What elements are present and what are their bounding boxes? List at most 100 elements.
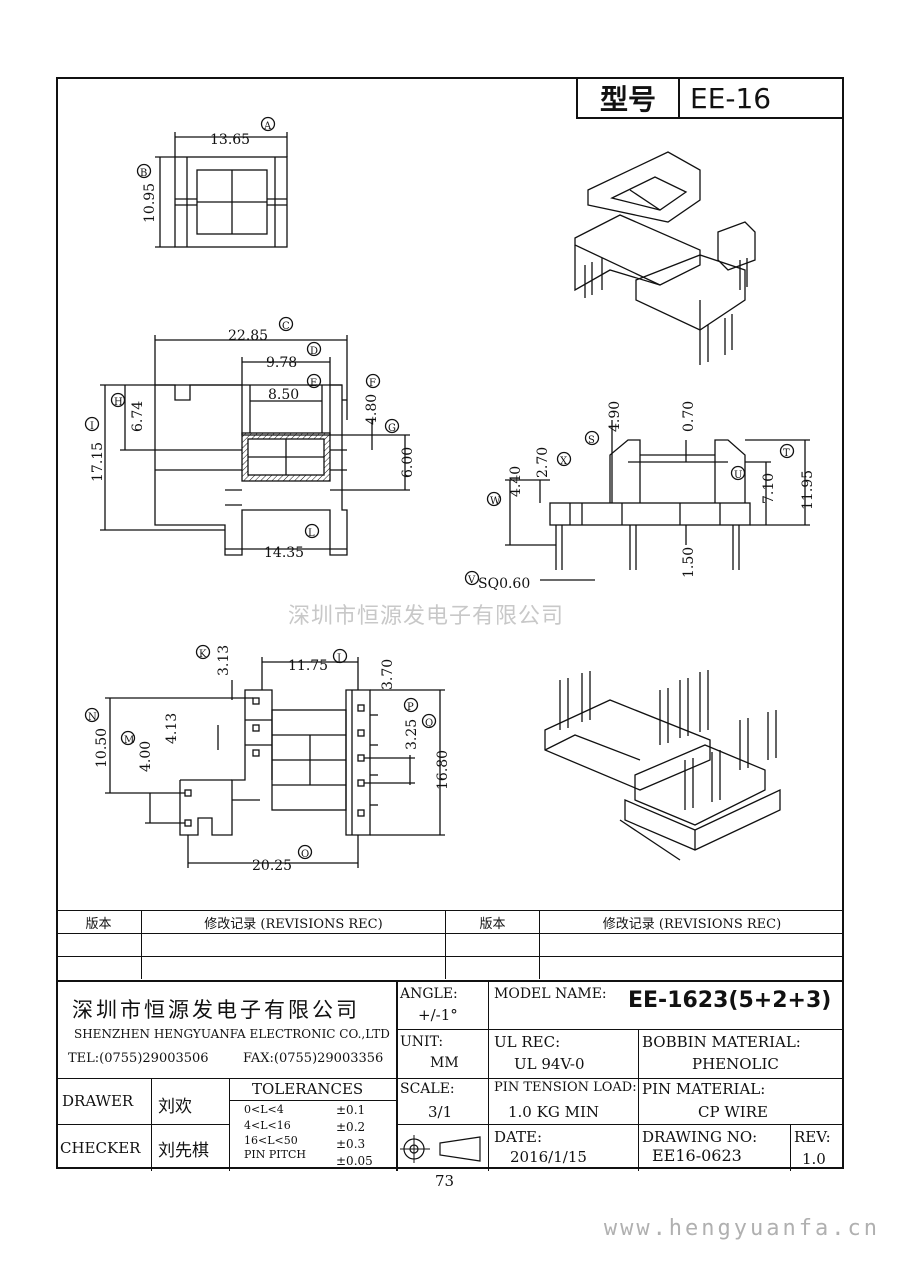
tol-value-4: ±0.05 (336, 1154, 373, 1168)
model-title-box: 型号 EE-16 (576, 77, 844, 119)
dim-20-25: 20.25 (252, 858, 292, 874)
label-g: G (388, 423, 396, 434)
dim-4-13: 4.13 (164, 713, 180, 744)
label-a: A (263, 121, 272, 132)
rev-label: REV: (794, 1128, 831, 1146)
label-x: X (560, 456, 568, 467)
pin-material-label: PIN MATERIAL: (642, 1080, 766, 1098)
label-c: C (282, 321, 290, 332)
dim-22-85: 22.85 (228, 328, 268, 344)
dim-0-70: 0.70 (681, 401, 697, 432)
tol-range-4: PIN PITCH (244, 1148, 306, 1161)
label-j: J (336, 653, 341, 664)
tol-value-2: ±0.2 (336, 1120, 366, 1134)
unit-value: MM (430, 1055, 459, 1071)
tol-value-3: ±0.3 (336, 1137, 366, 1151)
top-view (155, 132, 288, 248)
rev-value: 1.0 (802, 1150, 826, 1168)
dim-6-74: 6.74 (130, 401, 146, 432)
label-u: U (734, 470, 742, 481)
model-value: EE-16 (690, 81, 772, 115)
watermark-text: 深圳市恒源发电子有限公司 (288, 604, 565, 629)
label-h: H (114, 397, 123, 408)
dim-sq0-60: SQ0.60 (478, 576, 530, 592)
dim-4-00: 4.00 (138, 741, 154, 772)
dim-8-50: 8.50 (268, 387, 299, 403)
label-d: D (310, 346, 318, 357)
angle-label: ANGLE: (400, 986, 458, 1002)
dim-14-35: 14.35 (264, 545, 304, 561)
drawer-name: 刘欢 (158, 1097, 192, 1117)
company-name-cn: 深圳市恒源发电子有限公司 (72, 998, 360, 1022)
tol-range-2: 4<L<16 (244, 1119, 291, 1132)
dim-16-80: 16.80 (435, 750, 451, 790)
ul-rec-value: UL 94V-0 (514, 1055, 585, 1073)
revisions-header-row: 版本 修改记录 (REVISIONS REC) 版本 修改记录 (REVISIO… (56, 911, 844, 934)
tol-range-1: 0<L<4 (244, 1103, 284, 1116)
drawing-no-label: DRAWING NO: (642, 1128, 758, 1146)
tol-value-1: ±0.1 (336, 1103, 366, 1117)
dim-2-70: 2.70 (535, 447, 551, 478)
ul-rec-label: UL REC: (494, 1033, 561, 1051)
isometric-view-bottom (544, 670, 781, 861)
dim-13-65: 13.65 (210, 132, 250, 148)
bottom-view (105, 657, 445, 868)
model-name-label: MODEL NAME: (494, 986, 607, 1002)
dim-7-10: 7.10 (761, 473, 777, 504)
checker-name: 刘先棋 (158, 1141, 209, 1161)
dim-3-70: 3.70 (380, 659, 396, 690)
title-block: 深圳市恒源发电子有限公司 SHENZHEN HENGYUANFA ELECTRO… (56, 980, 844, 1171)
front-view (505, 420, 810, 581)
scale-value: 3/1 (428, 1103, 453, 1121)
technical-drawing: 13.65 10.95 A B (84, 116, 816, 874)
dim-10-50: 10.50 (94, 728, 110, 768)
dim-1-50: 1.50 (681, 547, 697, 578)
label-p: P (407, 702, 414, 713)
dim-3-13: 3.13 (216, 645, 232, 676)
label-t: T (783, 448, 790, 459)
tol-range-3: 16<L<50 (244, 1134, 298, 1147)
dim-11-95: 11.95 (800, 470, 816, 510)
dim-4-80: 4.80 (364, 394, 380, 425)
projection-symbol (400, 1135, 481, 1163)
dim-11-75: 11.75 (288, 658, 328, 674)
label-i: I (90, 421, 94, 432)
checker-label: CHECKER (60, 1139, 141, 1157)
revisions-table: 版本 修改记录 (REVISIONS REC) 版本 修改记录 (REVISIO… (56, 910, 844, 981)
dim-17-15: 17.15 (90, 442, 106, 482)
side-view (100, 335, 410, 556)
pin-tension-value: 1.0 KG MIN (508, 1103, 599, 1121)
label-b: B (140, 168, 147, 179)
scale-label: SCALE: (400, 1081, 455, 1097)
drawing-sheet-border (56, 77, 844, 1169)
dim-4-40: 4.40 (508, 466, 524, 497)
drawing-no-value: EE16-0623 (652, 1146, 742, 1165)
revisions-row (56, 934, 844, 957)
company-tel: TEL:(0755)29003506 (68, 1051, 209, 1066)
company-name-en: SHENZHEN HENGYUANFA ELECTRONIC CO.,LTD (74, 1027, 390, 1041)
label-e: E (310, 378, 317, 389)
date-value: 2016/1/15 (510, 1148, 587, 1166)
dim-10-95: 10.95 (142, 183, 158, 223)
label-m: M (124, 735, 134, 746)
dim-4-90: 4.90 (607, 401, 623, 432)
unit-label: UNIT: (400, 1034, 444, 1050)
model-key: 型号 (578, 79, 680, 117)
dim-9-78: 9.78 (266, 355, 297, 371)
tolerances-label: TOLERANCES (252, 1080, 364, 1098)
bobbin-material-value: PHENOLIC (692, 1055, 779, 1073)
pin-material-value: CP WIRE (698, 1103, 768, 1121)
label-s: S (588, 435, 595, 446)
pin-tension-label: PIN TENSION LOAD: (494, 1080, 637, 1095)
angle-value: +/-1° (418, 1006, 458, 1024)
model-name-value: EE-1623(5+2+3) (628, 988, 832, 1013)
label-o: O (301, 849, 309, 860)
label-k: K (199, 649, 207, 660)
isometric-view-top (574, 151, 756, 365)
label-n: N (88, 712, 97, 723)
rev-col-record-1: 修改记录 (REVISIONS REC) (142, 911, 446, 933)
website-watermark: www.hengyuanfa.cn (603, 1216, 880, 1241)
company-fax: FAX:(0755)29003356 (243, 1051, 384, 1066)
rev-col-record-2: 修改记录 (REVISIONS REC) (602, 916, 782, 932)
bobbin-material-label: BOBBIN MATERIAL: (642, 1033, 801, 1051)
